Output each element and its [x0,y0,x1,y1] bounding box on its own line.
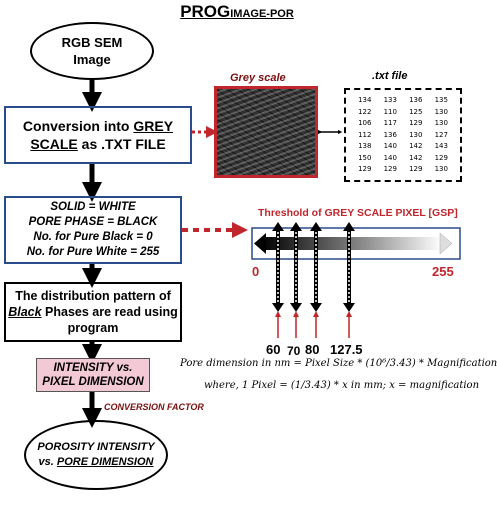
threshold-max: 255 [432,264,454,279]
threshold-label: Threshold of GREY SCALE PIXEL [GSP] [258,207,458,219]
txt-value: 129 [383,165,397,173]
gradient-arrow-right-head [439,232,453,255]
txt-value: 140 [383,142,397,150]
txt-value: 112 [358,130,372,139]
txt-value: 130 [434,107,448,116]
conversion-label: Conversion into GREY SCALE as .TXT FILE [22,118,174,152]
txt-value: 110 [383,107,397,116]
txt-value: 140 [383,153,397,162]
txt-value: 142 [409,153,423,162]
start-label: RGB SEM Image [61,35,123,67]
txt-value: 136 [409,96,423,104]
txt-value: 129 [358,165,372,173]
grey-scale-image [214,86,318,178]
conversion-box: Conversion into GREY SCALE as .TXT FILE [4,106,192,164]
txt-value: 117 [383,119,397,127]
txt-value: 129 [409,119,423,127]
rule-black: No. for Pure Black = 0 [33,231,153,243]
txt-value: 122 [358,107,372,116]
txt-file-label: .txt file [372,70,408,82]
marker-arrows [276,228,351,306]
txt-file-box: 134 133 136 135 122 110 125 130 106 117 129 130 112 1… [344,88,462,182]
red-pointer-arrows [275,311,352,338]
grey-scale-label: Grey scale [230,72,286,84]
marker-label-127: 127.5 [330,342,363,357]
txt-value: 106 [358,119,372,127]
diagram-title: PROGIMAGE-POR [180,2,294,21]
txt-value: 150 [358,153,372,162]
formula-line-1: Pore dimension in nm = Pixel Size * (10⁶… [180,358,497,369]
result-line-1: POROSITY INTENSITY [37,441,155,453]
threshold-min: 0 [252,264,260,279]
conversion-factor-label: CONVERSION FACTOR [104,402,204,412]
distribution-box: The distribution pattern of Black Phases… [4,282,182,342]
rule-solid: SOLID = WHITE [50,201,136,213]
gradient-arrow-body [262,237,442,250]
txt-value: 143 [434,142,448,150]
marker-arrow-heads [272,222,355,312]
result-line-2: vs. PORE DIMENSION [38,456,154,468]
distribution-label: The distribution pattern of Black Phases… [8,289,178,335]
marker-label-80: 80 [305,342,320,357]
txt-value: 130 [409,130,423,139]
marker-label-60: 60 [266,342,281,357]
txt-value: 134 [358,96,372,104]
result-ellipse: POROSITY INTENSITY vs. PORE DIMENSION [24,420,168,490]
txt-value: 133 [383,96,397,104]
intensity-box: INTENSITY vs. PIXEL DIMENSION [36,358,150,392]
rule-white: No. for Pure White = 255 [26,246,160,258]
txt-value: 125 [409,107,423,116]
txt-value: 130 [434,119,448,127]
txt-values-grid: 134 133 136 135 122 110 125 130 106 117 129 130 112 1… [352,95,454,176]
txt-value: 136 [383,130,397,139]
txt-value: 127 [434,130,448,139]
start-ellipse: RGB SEM Image [30,22,154,80]
txt-value: 135 [434,96,448,104]
threshold-bar [251,227,461,260]
txt-value: 129 [434,153,448,162]
intensity-label: INTENSITY vs. PIXEL DIMENSION [42,362,144,388]
txt-value: 142 [409,142,423,150]
txt-value: 129 [409,165,423,173]
rules-box: SOLID = WHITE PORE PHASE = BLACK No. for… [4,196,182,264]
connectors [82,80,461,428]
formula-line-2: where, 1 Pixel = (1/3.43) * x in mm; x =… [204,380,480,391]
gradient-arrow-left-head [254,233,266,254]
txt-value: 138 [358,142,372,150]
rule-pore: PORE PHASE = BLACK [28,216,158,228]
txt-value: 130 [434,165,448,173]
marker-label-70: 70 [287,344,301,358]
